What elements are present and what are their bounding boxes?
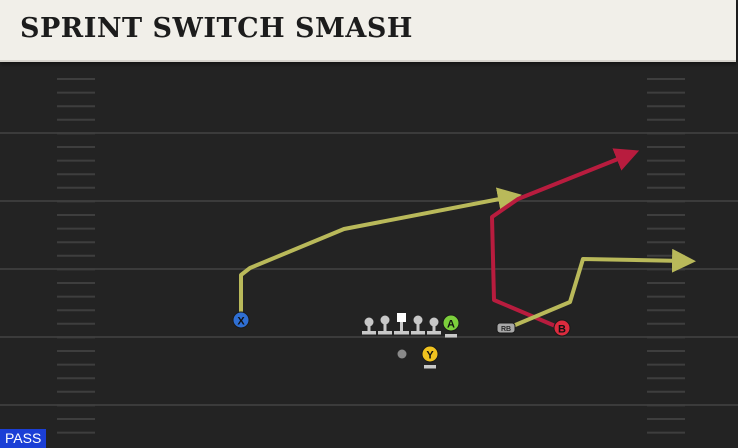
rb-route [507, 248, 696, 330]
player-y[interactable]: Y [421, 345, 439, 369]
yard-lines [0, 132, 738, 406]
rb-button-icon [496, 322, 516, 334]
play-title: SPRINT SWITCH SMASH [20, 13, 413, 44]
x-button-icon [232, 311, 250, 329]
player-y-label: Y [426, 350, 434, 362]
b-route [490, 148, 640, 330]
player-b-label: B [558, 324, 566, 336]
a-button-icon [442, 314, 460, 332]
player-b[interactable]: B [553, 319, 571, 337]
lineman-icon [427, 317, 441, 335]
b-button-icon [553, 319, 571, 337]
offensive-line [362, 313, 441, 359]
player-a-label: A [447, 319, 455, 331]
lineman-icon [378, 315, 392, 335]
player-a[interactable]: A [442, 314, 460, 338]
play-type-badge: PASS [0, 429, 47, 448]
player-x[interactable]: X [232, 311, 250, 329]
player-rb[interactable]: RB [496, 322, 516, 334]
lineman-icon [362, 317, 376, 335]
y-button-icon [421, 345, 439, 363]
x-route [239, 187, 522, 318]
title-bar: SPRINT SWITCH SMASH [0, 0, 736, 62]
player-rb-label: RB [501, 326, 511, 333]
lineman-icon [411, 315, 425, 335]
center-icon [394, 313, 409, 335]
routes [239, 148, 696, 330]
hash-marks-left [57, 78, 95, 434]
player-x-label: X [237, 316, 245, 328]
quarterback-dot [397, 349, 407, 359]
